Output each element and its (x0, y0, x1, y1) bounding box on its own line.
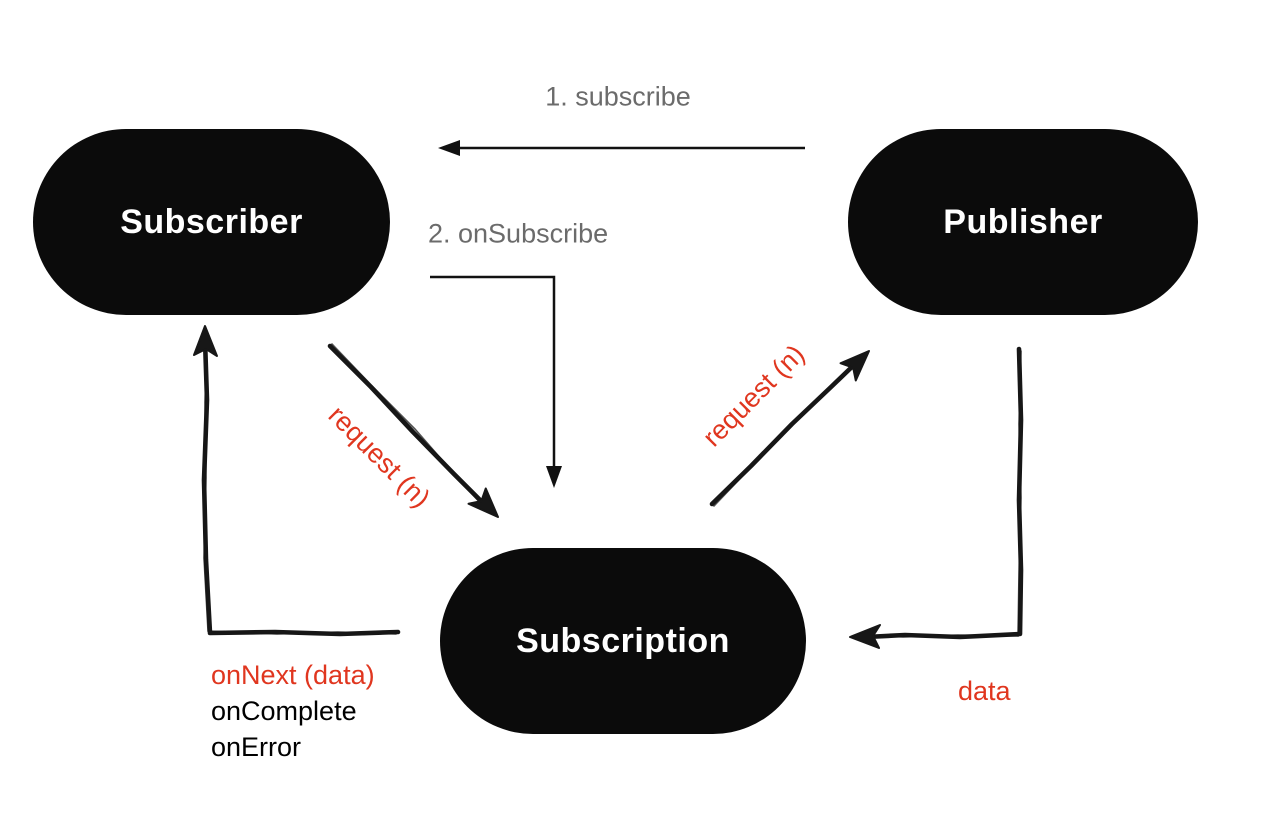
request-n-right-label: request (n) (696, 338, 811, 453)
node-publisher: Publisher (848, 129, 1198, 315)
arrowhead-left-sketch-icon (849, 624, 881, 649)
arrowhead-up-icon (193, 325, 218, 357)
node-subscriber: Subscriber (33, 129, 390, 315)
arrowhead-upright-icon (839, 350, 870, 382)
on-subscribe-arrow (430, 275, 562, 488)
on-complete-label: onComplete (211, 696, 357, 726)
on-next-label: onNext (data) (211, 660, 375, 690)
on-error-label: onError (211, 732, 302, 762)
data-arrow (849, 346, 1024, 649)
subscribe-arrow (438, 140, 805, 156)
data-label: data (958, 676, 1011, 706)
subscribe-label: 1. subscribe (545, 81, 691, 112)
callback-label-list: onNext (data) onComplete onError (211, 657, 375, 765)
arrowhead-downright-icon (467, 487, 499, 518)
node-subscription-label: Subscription (516, 621, 730, 660)
node-subscriber-label: Subscriber (120, 202, 303, 241)
request-n-left-label: request (n) (322, 399, 437, 514)
node-publisher-label: Publisher (943, 202, 1103, 241)
arrowhead-left-icon (438, 140, 460, 156)
on-subscribe-label: 2. onSubscribe (428, 218, 609, 249)
arrowhead-down-icon (546, 466, 562, 488)
on-next-arrow (193, 325, 401, 637)
node-subscription: Subscription (440, 548, 806, 734)
